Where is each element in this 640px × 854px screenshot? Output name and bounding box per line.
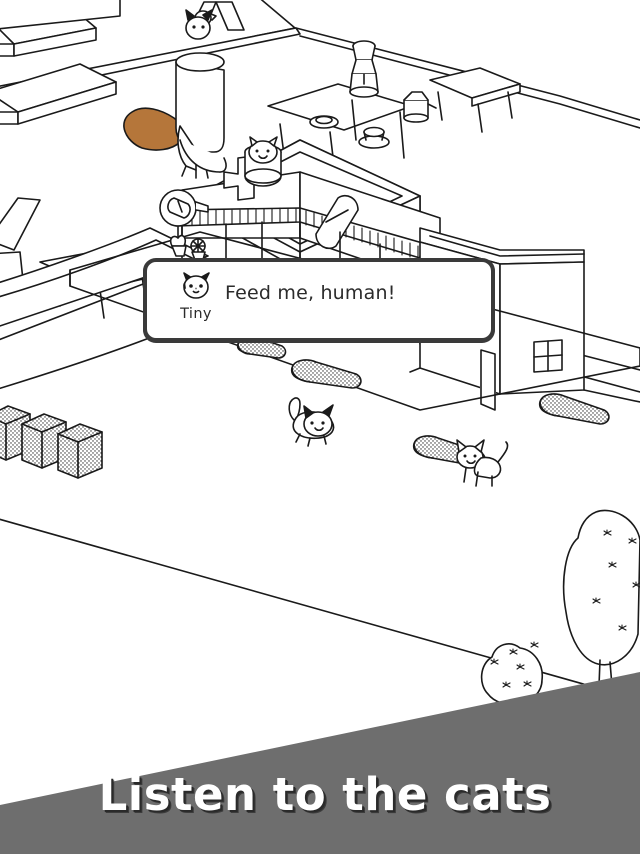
log-4 <box>538 393 610 425</box>
cat-statue-icon <box>244 136 282 187</box>
banner-background <box>0 672 640 854</box>
cat-head-small <box>185 9 213 40</box>
vet-clinic <box>175 136 441 351</box>
dialog-message-text: Feed me, human! <box>225 282 396 304</box>
dialog-message: Feed me, human! <box>225 262 491 338</box>
kettle-icon <box>403 91 437 123</box>
black-eared-cat <box>288 397 335 447</box>
building-plaza <box>69 231 640 411</box>
flower-pot <box>190 238 206 261</box>
pill-capsule-icon <box>315 194 359 250</box>
dialog-box[interactable]: Tiny Feed me, human! <box>143 258 495 342</box>
tableware <box>309 115 390 149</box>
white-cat <box>456 439 509 487</box>
stone-blocks <box>0 405 103 479</box>
dialog-speaker: Tiny <box>147 262 225 322</box>
orange-cat <box>123 9 227 179</box>
dialog-speaker-name: Tiny <box>180 306 212 322</box>
house-window <box>533 339 563 373</box>
bottom-banner: Listen to the cats <box>0 672 640 854</box>
cat-face-icon <box>183 272 210 299</box>
log-2 <box>290 359 362 389</box>
coffee-dispenser-icon <box>349 40 379 98</box>
